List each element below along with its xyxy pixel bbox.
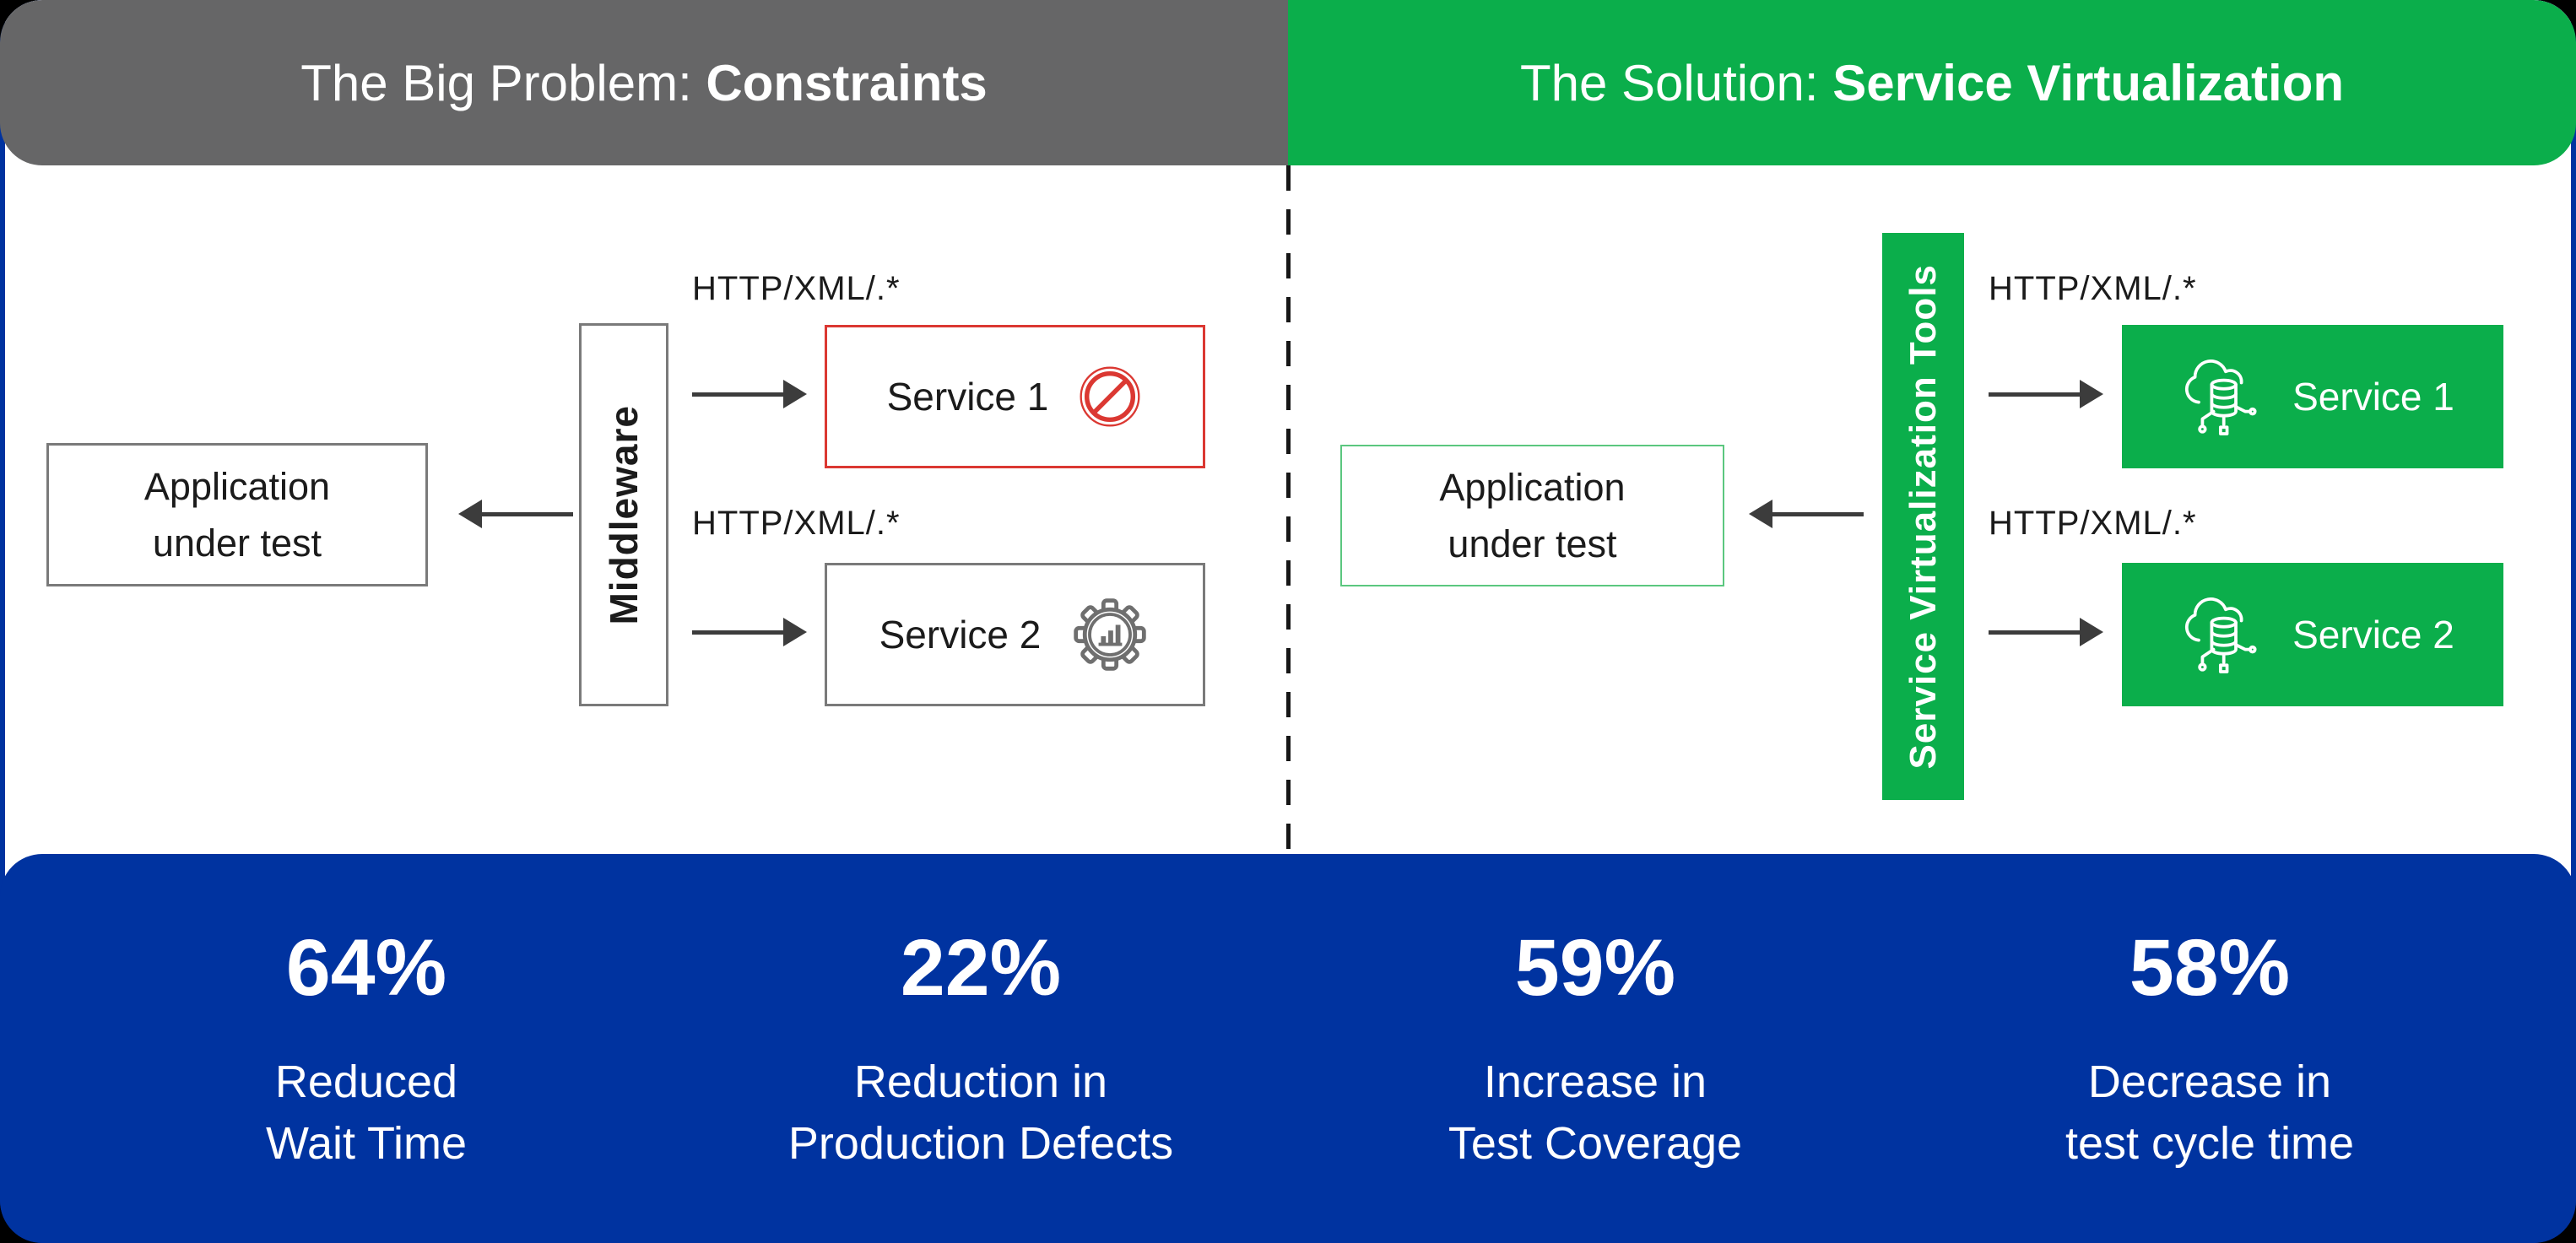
arrow-line xyxy=(692,630,783,635)
protocol-label: HTTP/XML/.* xyxy=(1989,505,2197,542)
arrow-middleware-to-service1 xyxy=(692,380,807,408)
solution-header-emphasis: Service Virtualization xyxy=(1832,54,2345,111)
protocol-label: HTTP/XML/.* xyxy=(692,505,901,542)
app-box-line2: under test xyxy=(152,522,322,565)
dashed-divider xyxy=(1286,165,1291,854)
app-box-line2: under test xyxy=(1448,522,1617,565)
stat-label-line1: Reduced xyxy=(274,1056,458,1107)
arrow-head xyxy=(458,500,482,528)
problem-header: The Big Problem: Constraints xyxy=(0,0,1288,165)
stat-test-cycle-time: 58% Decrease in test cycle time xyxy=(1902,922,2517,1175)
service-virtualization-tools-bar: Service Virtualization Tools xyxy=(1882,233,1964,800)
stat-value: 58% xyxy=(2129,922,2291,1013)
stat-label-line2: Test Coverage xyxy=(1448,1118,1743,1169)
stat-value: 22% xyxy=(900,922,1062,1013)
arrow-tools-to-application xyxy=(1749,500,1864,528)
service2-label: Service 2 xyxy=(879,613,1042,657)
service2-label: Service 2 xyxy=(2292,613,2454,657)
tools-label: Service Virtualization Tools xyxy=(1902,263,1944,770)
arrow-head xyxy=(783,618,807,646)
virtual-service-cloud-db-icon xyxy=(2185,597,2257,673)
protocol-label: HTTP/XML/.* xyxy=(692,270,901,307)
virtual-service-cloud-db-icon xyxy=(2185,359,2257,435)
arrow-line xyxy=(1772,511,1864,516)
service1-label: Service 1 xyxy=(886,375,1049,419)
service2-box-solution: Service 2 xyxy=(2122,563,2503,706)
application-under-test-box-solution: Application under test xyxy=(1340,445,1724,586)
stat-production-defects: 22% Reduction in Production Defects xyxy=(674,922,1288,1175)
stat-label-line2: Wait Time xyxy=(265,1118,468,1169)
arrow-line xyxy=(1989,392,2080,397)
arrow-tools-to-service2 xyxy=(1989,618,2103,646)
arrow-line xyxy=(692,392,783,397)
arrow-tools-to-service1 xyxy=(1989,380,2103,408)
arrow-head xyxy=(2080,380,2103,408)
arrow-line xyxy=(1989,630,2080,635)
arrow-middleware-to-service2 xyxy=(692,618,807,646)
stat-label-line2: test cycle time xyxy=(2065,1118,2355,1169)
gear-analytics-icon xyxy=(1074,598,1147,671)
solution-header: The Solution: Service Virtualization xyxy=(1288,0,2576,165)
solution-header-text: The Solution: xyxy=(1519,54,1833,111)
arrow-middleware-to-application xyxy=(458,500,573,528)
blocked-icon xyxy=(1080,366,1140,427)
problem-header-emphasis: Constraints xyxy=(706,54,988,111)
application-under-test-box-problem: Application under test xyxy=(46,443,428,586)
stat-label-line1: Reduction in xyxy=(853,1056,1108,1107)
stat-test-coverage: 59% Increase in Test Coverage xyxy=(1288,922,1902,1175)
service1-box-problem: Service 1 xyxy=(825,325,1205,468)
problem-header-text: The Big Problem: xyxy=(300,54,706,111)
service1-label: Service 1 xyxy=(2292,375,2454,419)
arrow-head xyxy=(1749,500,1772,528)
app-box-line1: Application xyxy=(143,464,331,508)
arrow-head xyxy=(783,380,807,408)
app-box-line1: Application xyxy=(1439,465,1626,509)
stat-label-line2: Production Defects xyxy=(787,1118,1174,1169)
stat-value: 59% xyxy=(1514,922,1676,1013)
service2-box-problem: Service 2 xyxy=(825,563,1205,706)
stats-panel: 64% Reduced Wait Time 22% Reduction in P… xyxy=(0,854,2576,1243)
protocol-label: HTTP/XML/.* xyxy=(1989,270,2197,307)
stat-value: 64% xyxy=(285,922,447,1013)
arrow-line xyxy=(482,511,573,516)
middleware-label: Middleware xyxy=(602,404,646,625)
middleware-box: Middleware xyxy=(579,323,668,706)
arrow-head xyxy=(2080,618,2103,646)
service1-box-solution: Service 1 xyxy=(2122,325,2503,468)
stat-label-line1: Increase in xyxy=(1483,1056,1707,1107)
stat-label-line1: Decrease in xyxy=(2087,1056,2332,1107)
stat-reduced-wait-time: 64% Reduced Wait Time xyxy=(59,922,674,1175)
